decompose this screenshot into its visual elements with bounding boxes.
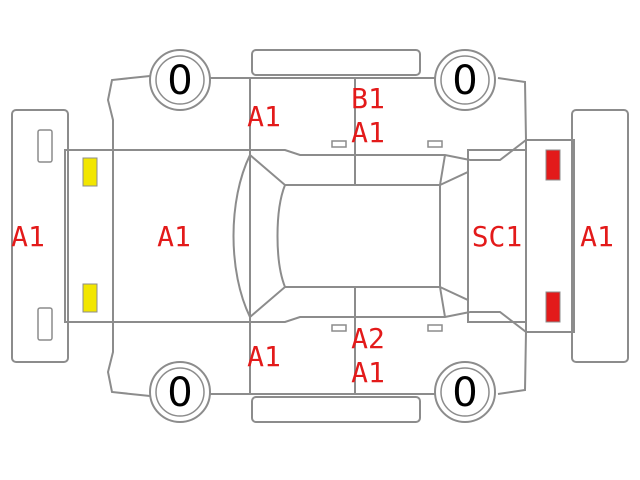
rear-lamp-top	[545, 149, 561, 181]
wheel-front-right: 0	[149, 361, 211, 423]
damage-code-bottom-front-fender: A1	[247, 340, 281, 373]
damage-code-top-rear-door-2: A1	[351, 116, 385, 149]
damage-code-trunk: SC1	[472, 220, 523, 253]
damage-code-bottom-rear-door-1: A2	[351, 322, 385, 355]
tire-value-front-left: 0	[167, 58, 192, 104]
damage-code-top-rear-door-1: B1	[351, 82, 385, 115]
car-body	[64, 75, 575, 397]
wheel-rear-right: 0	[434, 361, 496, 423]
tire-value-rear-left: 0	[452, 58, 477, 104]
damage-code-front-bumper: A1	[11, 220, 45, 253]
tire-value-front-right: 0	[167, 370, 192, 416]
wheel-rear-left: 0	[434, 49, 496, 111]
damage-code-rear-bumper: A1	[580, 220, 614, 253]
front-lamp-bottom	[82, 283, 98, 313]
top-side-sill	[251, 49, 421, 76]
damage-code-bottom-rear-door-2: A1	[351, 356, 385, 389]
front-lamp-top	[82, 157, 98, 187]
front-bumper	[11, 109, 69, 363]
wheel-front-left: 0	[149, 49, 211, 111]
damage-code-top-front-fender: A1	[247, 100, 281, 133]
bottom-side-sill	[251, 396, 421, 423]
rear-lamp-bottom	[545, 291, 561, 323]
damage-code-hood: A1	[157, 220, 191, 253]
rear-bumper	[571, 109, 629, 363]
tire-value-rear-right: 0	[452, 370, 477, 416]
